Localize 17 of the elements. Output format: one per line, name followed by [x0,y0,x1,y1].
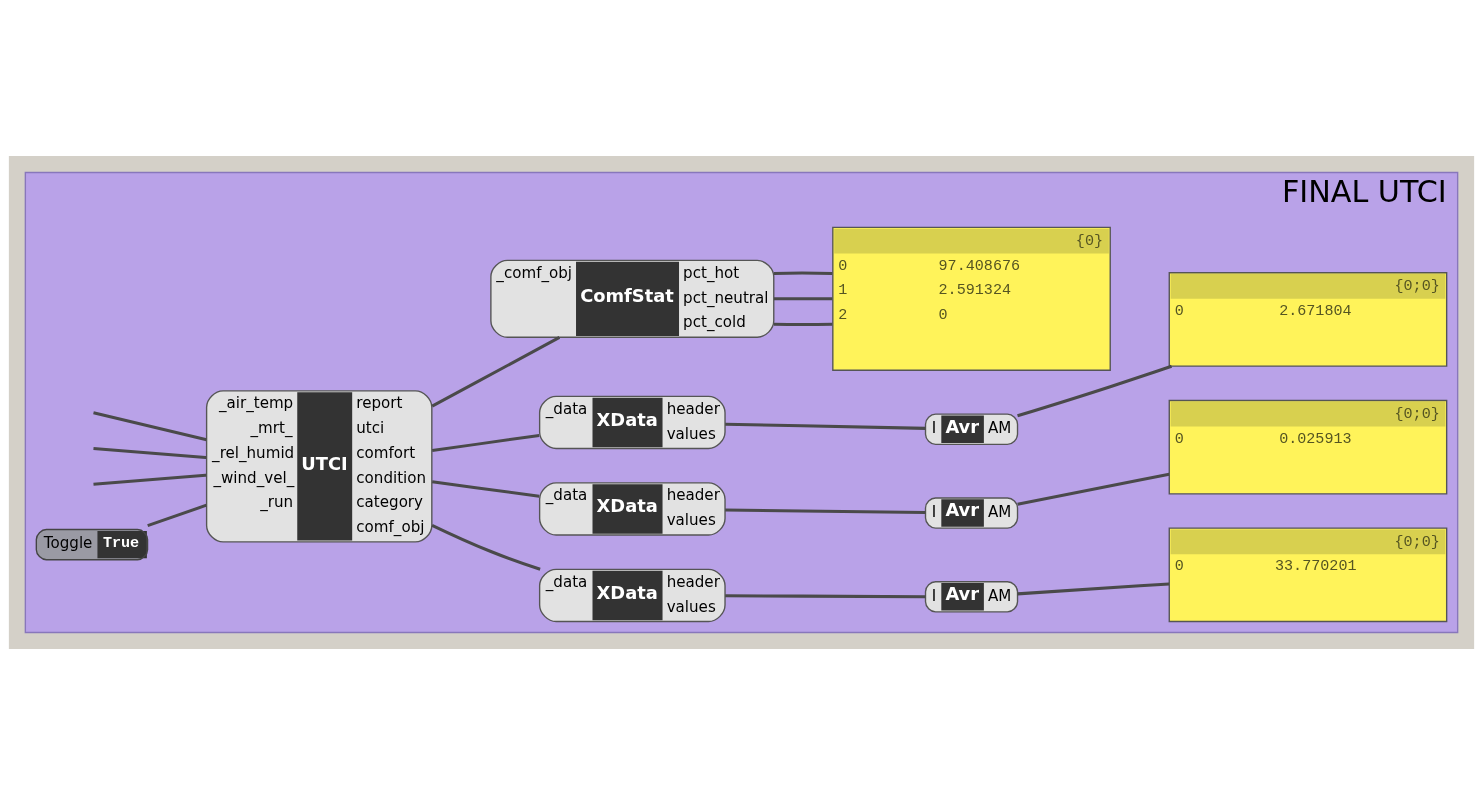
connector [773,271,833,275]
connector [725,508,926,514]
connector [773,297,833,301]
connector [1017,364,1173,418]
connector [773,322,833,327]
connector [431,523,541,571]
connector [1017,582,1170,596]
connector [93,447,207,459]
connector [432,480,540,498]
connector [431,336,561,408]
connector [432,433,540,453]
connector [93,473,207,486]
connector [147,503,207,528]
connector [725,422,926,430]
connector [725,594,926,599]
connector [1017,472,1170,506]
connector [93,411,207,442]
